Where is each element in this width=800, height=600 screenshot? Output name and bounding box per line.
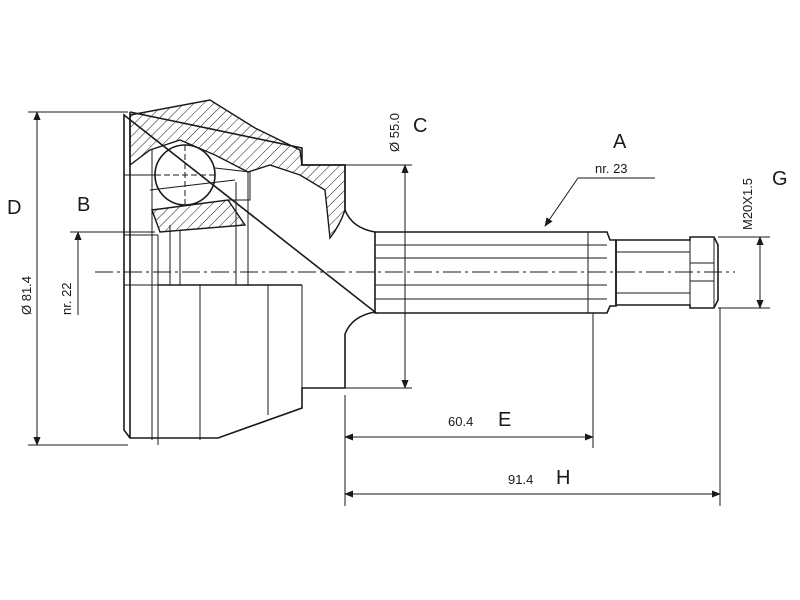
inner-race-section: [151, 199, 247, 233]
label-h-letter: H: [556, 467, 570, 489]
label-e-letter: E: [498, 409, 511, 431]
dimension-g: [718, 236, 770, 309]
splined-shaft: [374, 231, 617, 314]
label-b-note: nr. 22: [59, 282, 74, 315]
label-c-letter: C: [413, 115, 427, 137]
dimension-d: [28, 111, 128, 446]
label-d-letter: D: [7, 197, 21, 219]
label-d-value: Ø 81.4: [19, 276, 34, 315]
joint-housing: [123, 111, 377, 445]
label-e-value: 60.4: [448, 414, 473, 429]
label-g-letter: G: [772, 168, 788, 190]
label-g-value: M20X1.5: [740, 178, 755, 230]
label-h-value: 91.4: [508, 472, 533, 487]
dimension-c: [345, 164, 412, 389]
dimension-e: [344, 313, 594, 448]
housing-section-top: [129, 99, 346, 240]
dimension-b: [70, 231, 155, 315]
label-a-note: nr. 23: [595, 161, 628, 176]
label-b-letter: B: [77, 194, 90, 216]
label-a-letter: A: [613, 131, 627, 153]
label-c-value: Ø 55.0: [387, 113, 402, 152]
leader-a: [544, 177, 655, 227]
dimension-h: [344, 308, 721, 506]
threaded-stub: [615, 236, 719, 309]
